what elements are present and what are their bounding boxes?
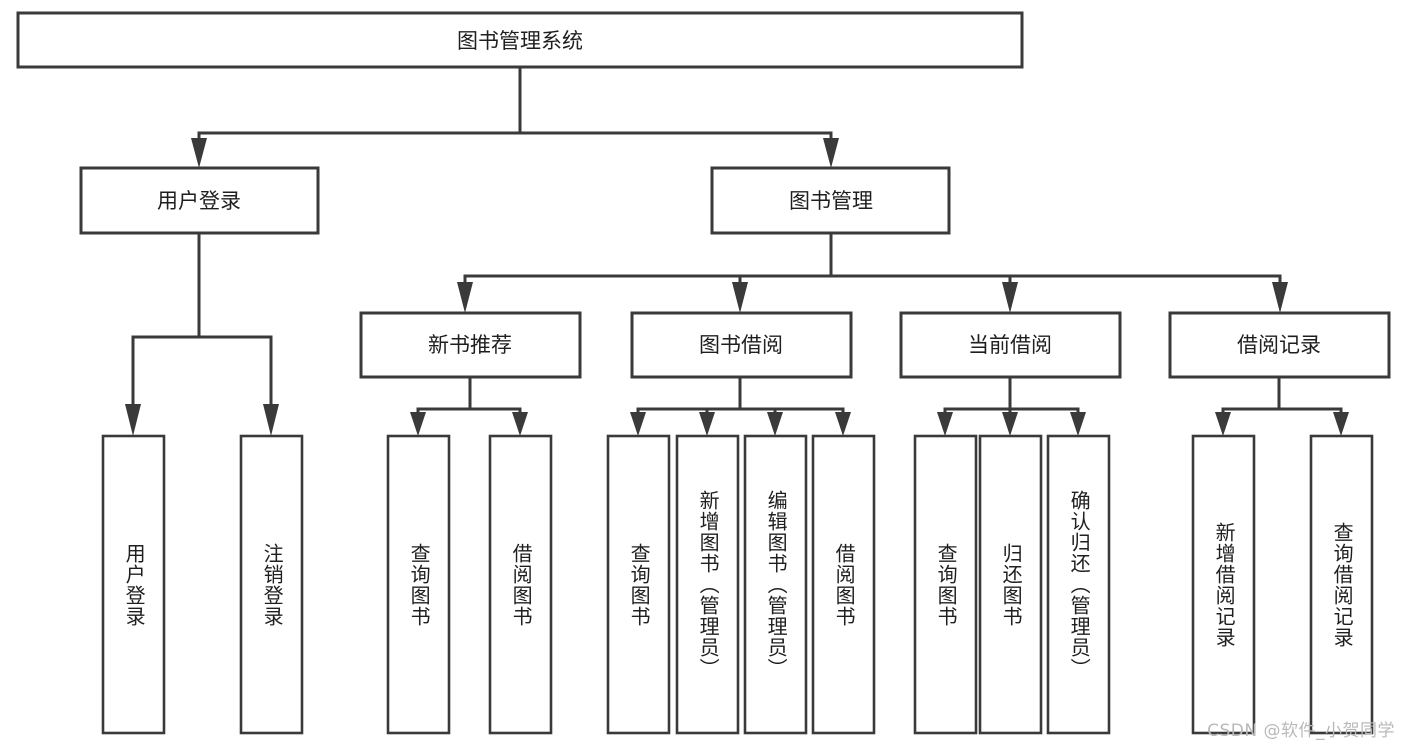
leaf-box-current-borrow-2[interactable] <box>1046 434 1111 735</box>
node-root[interactable] <box>16 11 1024 69</box>
node-new-book-recommend[interactable] <box>359 311 582 379</box>
node-user-login[interactable] <box>79 166 320 235</box>
leaf-box-user-login-1[interactable] <box>239 434 304 735</box>
node-book-borrow[interactable] <box>630 311 853 379</box>
node-new-book-recommend-label: 新书推荐 <box>428 333 512 357</box>
leaf-box-borrow-record-1[interactable] <box>1309 434 1374 735</box>
csdn-watermark: CSDN @软件_小贺同学 <box>1207 721 1395 741</box>
connector-group-new-book <box>410 375 528 436</box>
node-current-borrow-label: 当前借阅 <box>968 333 1052 357</box>
leaf-box-current-borrow-1[interactable] <box>978 434 1043 735</box>
leaf-box-book-borrow-2[interactable] <box>743 434 808 735</box>
connector-group-current-borrow <box>937 375 1086 436</box>
node-book-manage[interactable] <box>710 166 951 235</box>
leaf-box-borrow-record-0[interactable] <box>1191 434 1256 735</box>
node-user-login-label: 用户登录 <box>157 189 241 213</box>
connector-group-book-borrow <box>630 375 851 436</box>
node-borrow-record-label: 借阅记录 <box>1237 333 1321 357</box>
node-book-borrow-label: 图书借阅 <box>699 333 783 357</box>
connector-group-book-manage <box>457 231 1288 313</box>
leaf-box-user-login-0[interactable] <box>101 434 166 735</box>
node-current-borrow[interactable] <box>899 311 1122 379</box>
leaf-box-book-borrow-1[interactable] <box>675 434 740 735</box>
connector-group-borrow-record <box>1215 375 1349 436</box>
leaf-box-new-book-0[interactable] <box>386 434 451 735</box>
leaf-box-new-book-1[interactable] <box>488 434 553 735</box>
node-root-label: 图书管理系统 <box>457 29 583 53</box>
leaf-box-book-borrow-0[interactable] <box>606 434 671 735</box>
leaf-box-book-borrow-3[interactable] <box>811 434 876 735</box>
node-book-manage-label: 图书管理 <box>789 189 873 213</box>
leaf-box-current-borrow-0[interactable] <box>913 434 978 735</box>
connector-group-user-login <box>125 231 279 436</box>
connector-group-root <box>191 65 839 168</box>
node-borrow-record[interactable] <box>1168 311 1391 379</box>
